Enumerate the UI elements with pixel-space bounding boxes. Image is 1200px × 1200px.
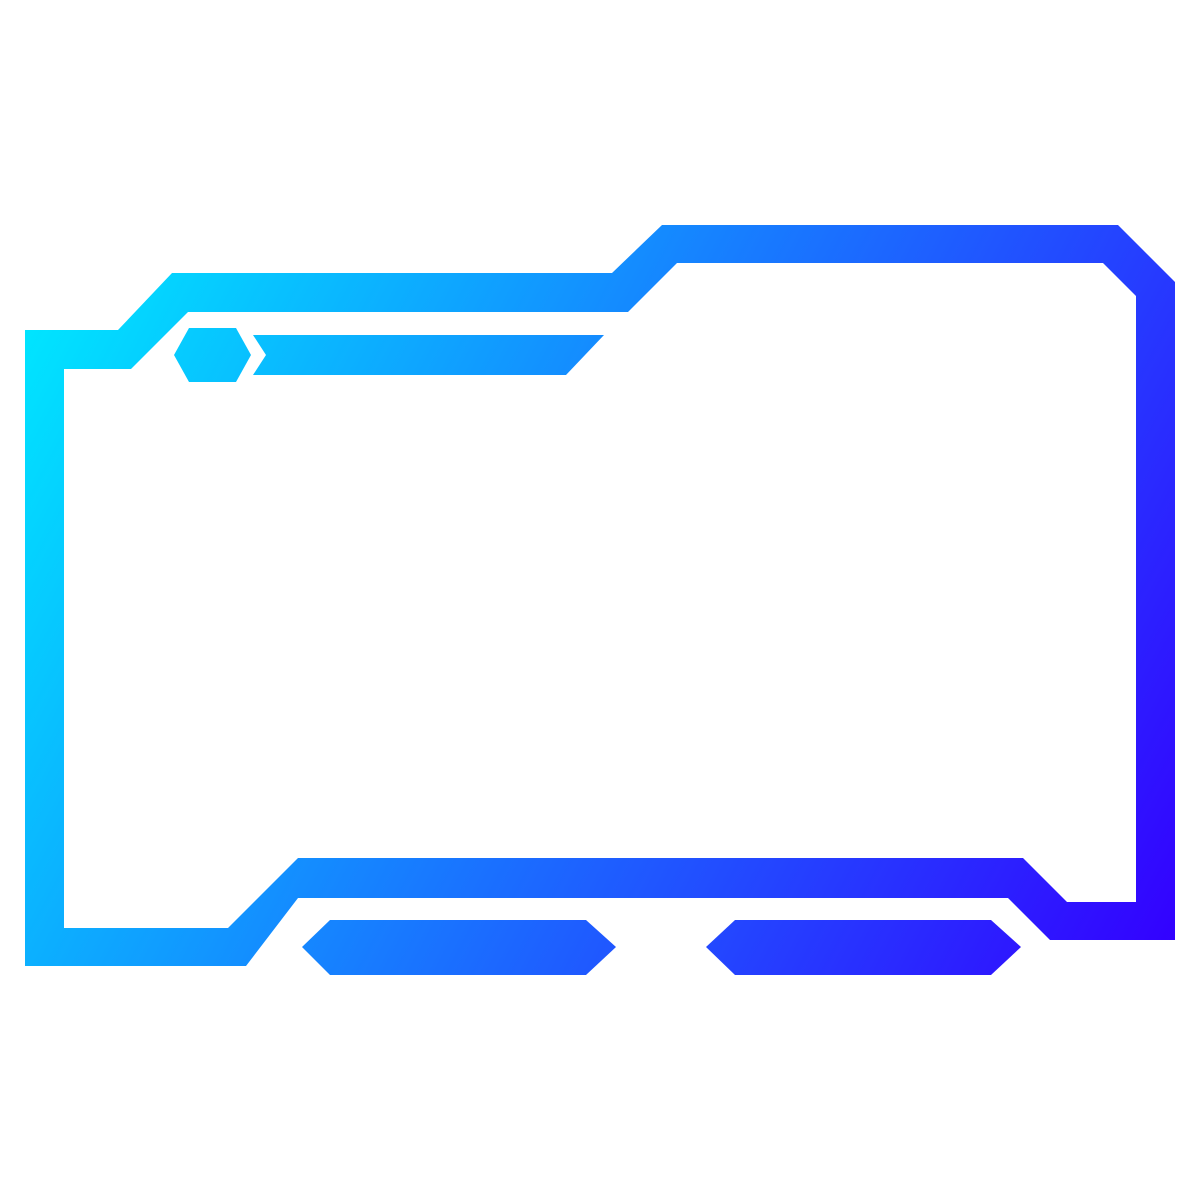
- header-title-bar: [253, 335, 604, 375]
- footer-tab-left: [302, 920, 616, 975]
- footer-tab-right: [706, 920, 1021, 975]
- header-hexagon-icon: [174, 328, 251, 382]
